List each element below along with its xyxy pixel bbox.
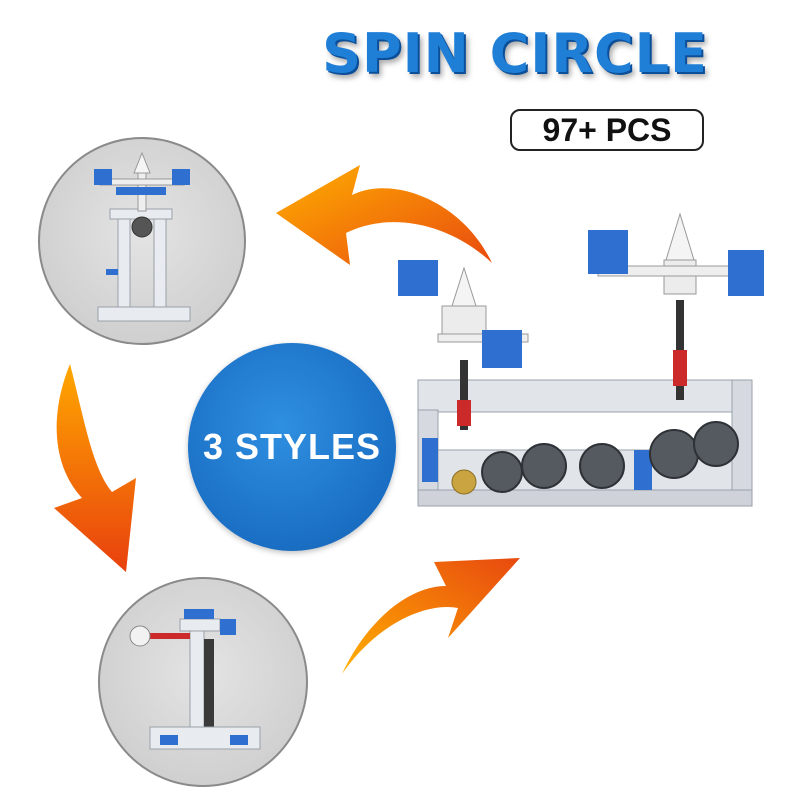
crane-model-image [129, 609, 261, 750]
pieces-count-badge: 97+ PCS [510, 109, 704, 151]
curved-arrow-icon-left [54, 364, 136, 572]
spin-circle-model-image [398, 212, 764, 507]
styles-count-label: 3 STYLES [202, 426, 382, 467]
style-thumbnail-top [38, 137, 246, 345]
windmill-model-image [94, 151, 191, 322]
product-title: SPIN CIRCLE [322, 22, 708, 85]
style-thumbnail-bottom [98, 577, 308, 787]
styles-count-circle: 3 STYLES [188, 343, 396, 551]
curved-arrow-icon-top [276, 165, 492, 265]
curved-arrow-icon-bottom [342, 558, 520, 674]
